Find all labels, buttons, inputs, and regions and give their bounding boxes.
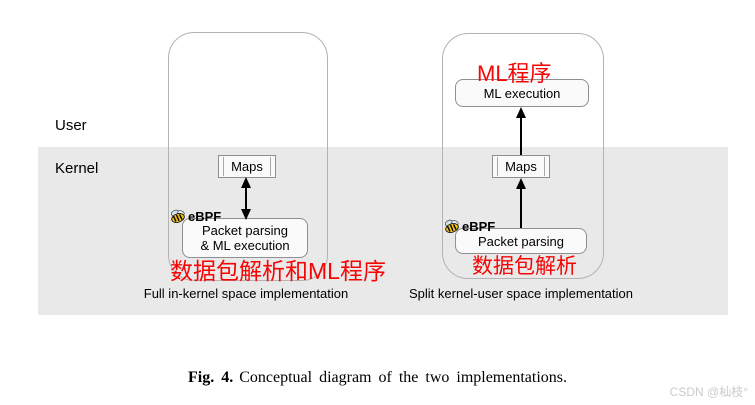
right-implementation-container xyxy=(442,33,604,279)
right-maps-label: Maps xyxy=(505,159,537,174)
left-diagram-caption: Full in-kernel space implementation xyxy=(143,286,349,301)
maps-inner-line-left xyxy=(223,157,224,176)
right-packet-parsing-label: Packet parsing xyxy=(478,233,564,249)
bee-icon xyxy=(170,209,185,223)
kernel-space-label: Kernel xyxy=(55,160,99,177)
left-maps-label: Maps xyxy=(231,159,263,174)
right-diagram-caption: Split kernel-user space implementation xyxy=(409,286,633,301)
right-red-annotation-bottom: 数据包解析 xyxy=(472,255,577,278)
left-packet-parsing-line2: & ML execution xyxy=(200,238,290,253)
maps-inner-line-left xyxy=(497,157,498,176)
right-ml-execution-box: ML execution xyxy=(455,79,589,107)
right-ml-execution-label: ML execution xyxy=(483,85,561,101)
user-space-label: User xyxy=(55,117,87,134)
right-maps-box: Maps xyxy=(492,155,550,178)
left-packet-parsing-box: Packet parsing & ML execution xyxy=(182,218,308,258)
left-bidirectional-arrow xyxy=(241,177,251,220)
bee-icon xyxy=(444,219,459,233)
right-red-annotation-top: ML程序 xyxy=(477,61,552,86)
left-red-annotation: 数据包解析和ML程序 xyxy=(170,258,386,284)
left-implementation-container xyxy=(168,32,328,281)
right-packet-parsing-box: Packet parsing xyxy=(455,228,587,254)
left-maps-box: Maps xyxy=(218,155,276,178)
kernel-band xyxy=(38,147,728,315)
right-ebpf-logo: eBPF xyxy=(443,218,495,234)
right-arrow-maps-to-mlexec xyxy=(516,107,526,155)
left-packet-parsing-line1: Packet parsing xyxy=(202,222,288,238)
left-ebpf-logo: eBPF xyxy=(169,208,221,224)
maps-inner-line-right xyxy=(270,157,271,176)
maps-inner-line-right xyxy=(544,157,545,176)
right-ebpf-label: eBPF xyxy=(462,218,496,234)
figure-caption-text: Conceptual diagram of the two implementa… xyxy=(239,369,568,386)
right-arrow-packet-to-maps xyxy=(516,178,526,228)
figure-caption: Fig. 4. Conceptual diagram of the two imp… xyxy=(0,369,755,387)
figure-caption-label: Fig. 4. xyxy=(187,369,234,386)
csdn-watermark: CSDN @杣枝° xyxy=(669,385,748,399)
left-ebpf-label: eBPF xyxy=(188,208,222,224)
